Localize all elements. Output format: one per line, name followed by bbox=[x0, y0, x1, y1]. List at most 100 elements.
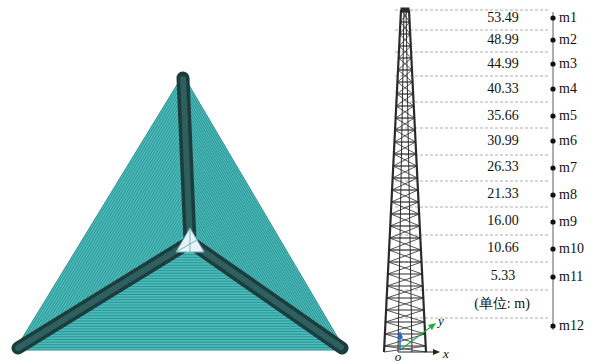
guy-cable bbox=[183, 87, 333, 342]
guy-cable bbox=[75, 313, 292, 314]
guy-cable bbox=[184, 108, 314, 329]
guy-cable bbox=[122, 283, 250, 284]
tower-brace bbox=[399, 34, 410, 46]
guy-cable bbox=[184, 95, 326, 337]
tower-brace bbox=[399, 46, 411, 58]
guy-cable bbox=[62, 120, 185, 321]
mass-point bbox=[550, 61, 555, 66]
tower-brace bbox=[386, 310, 424, 322]
height-value: 48.99 bbox=[487, 33, 519, 47]
mass-point bbox=[550, 192, 555, 197]
mass-point bbox=[550, 246, 555, 251]
guy-cable bbox=[118, 286, 254, 287]
guy-cable bbox=[62, 320, 303, 321]
tower-arm bbox=[18, 242, 190, 348]
tower-horizontal bbox=[385, 333, 425, 334]
guy-cable bbox=[185, 136, 288, 310]
tower-brace bbox=[391, 190, 417, 202]
tower-horizontal bbox=[390, 237, 421, 238]
tower-brace bbox=[388, 262, 422, 274]
tower-horizontal bbox=[396, 117, 415, 118]
tower-horizontal bbox=[388, 261, 421, 262]
tower-brace bbox=[394, 142, 416, 154]
tower-horizontal bbox=[386, 309, 424, 310]
tower-arm bbox=[183, 78, 190, 242]
guy-cable bbox=[135, 275, 239, 276]
tower-brace bbox=[396, 106, 414, 118]
tower-horizontal bbox=[391, 213, 419, 214]
tower-brace bbox=[392, 178, 417, 190]
height-value: 40.33 bbox=[487, 82, 519, 96]
guy-cable bbox=[40, 334, 322, 335]
guy-cable bbox=[88, 305, 281, 306]
tower-brace bbox=[397, 82, 413, 94]
tower-horizontal bbox=[394, 141, 415, 142]
guy-cable bbox=[186, 153, 273, 300]
tower-brace bbox=[396, 118, 415, 130]
guy-cable bbox=[79, 310, 288, 311]
guy-cable bbox=[36, 336, 326, 337]
guy-cable bbox=[185, 116, 307, 324]
tower-brace bbox=[388, 250, 420, 262]
tower-brace bbox=[390, 226, 420, 238]
axis-label: o bbox=[395, 349, 402, 362]
mass-label: m2 bbox=[559, 33, 577, 47]
guy-cable bbox=[131, 278, 243, 279]
tower-brace bbox=[397, 82, 413, 94]
height-value: 35.66 bbox=[487, 109, 519, 123]
mass-label: m4 bbox=[559, 82, 577, 96]
tower-brace bbox=[390, 238, 421, 250]
tower-brace bbox=[391, 202, 419, 214]
tower-horizontal bbox=[400, 21, 409, 22]
guy-cable bbox=[53, 112, 184, 327]
height-value: 5.33 bbox=[491, 269, 516, 283]
mass-point bbox=[550, 113, 555, 118]
tower-horizontal bbox=[399, 57, 412, 58]
guy-cable bbox=[92, 302, 277, 303]
tower-horizontal bbox=[393, 165, 417, 166]
height-value: 21.33 bbox=[487, 187, 519, 201]
tower-arm-lattice bbox=[183, 78, 190, 242]
tower-brace bbox=[388, 274, 423, 286]
tower-brace bbox=[399, 46, 411, 58]
tower-brace bbox=[396, 94, 413, 106]
level-line bbox=[395, 30, 548, 31]
mass-label: m9 bbox=[559, 215, 577, 229]
mass-label: m8 bbox=[559, 188, 577, 202]
tower-brace bbox=[387, 286, 423, 298]
tower-brace bbox=[387, 298, 424, 310]
mass-label: m7 bbox=[559, 161, 577, 175]
tower-horizontal bbox=[396, 105, 414, 106]
tower-top bbox=[401, 8, 409, 12]
tower-brace bbox=[387, 286, 423, 298]
guy-cable bbox=[32, 339, 330, 340]
mass-point bbox=[550, 165, 555, 170]
mass-label: m3 bbox=[559, 57, 577, 71]
height-value: 44.99 bbox=[487, 57, 519, 71]
tower-horizontal bbox=[400, 33, 410, 34]
tower-horizontal bbox=[392, 189, 418, 190]
height-value: 53.49 bbox=[487, 11, 519, 25]
height-value: 16.00 bbox=[487, 214, 519, 228]
mass-label: m12 bbox=[559, 319, 584, 333]
guy-cable bbox=[40, 99, 184, 334]
tower-brace bbox=[390, 226, 420, 238]
tower-brace bbox=[384, 346, 426, 352]
mass-label: m10 bbox=[559, 242, 584, 256]
tower-brace bbox=[394, 154, 417, 166]
guy-cable bbox=[70, 315, 295, 316]
tower-horizontal bbox=[388, 273, 422, 274]
guy-cable bbox=[96, 299, 273, 300]
guy-cable bbox=[19, 79, 183, 348]
guy-cable bbox=[184, 99, 322, 334]
level-line bbox=[395, 128, 548, 129]
tower-horizontal bbox=[385, 321, 424, 322]
mass-label: m1 bbox=[559, 11, 577, 25]
tower-brace bbox=[400, 22, 410, 34]
tower-brace bbox=[395, 130, 416, 142]
height-value: 26.33 bbox=[487, 160, 519, 174]
guy-cable bbox=[185, 124, 299, 318]
mass-point bbox=[550, 86, 555, 91]
guy-cable bbox=[23, 344, 337, 345]
tower-horizontal bbox=[390, 225, 419, 226]
